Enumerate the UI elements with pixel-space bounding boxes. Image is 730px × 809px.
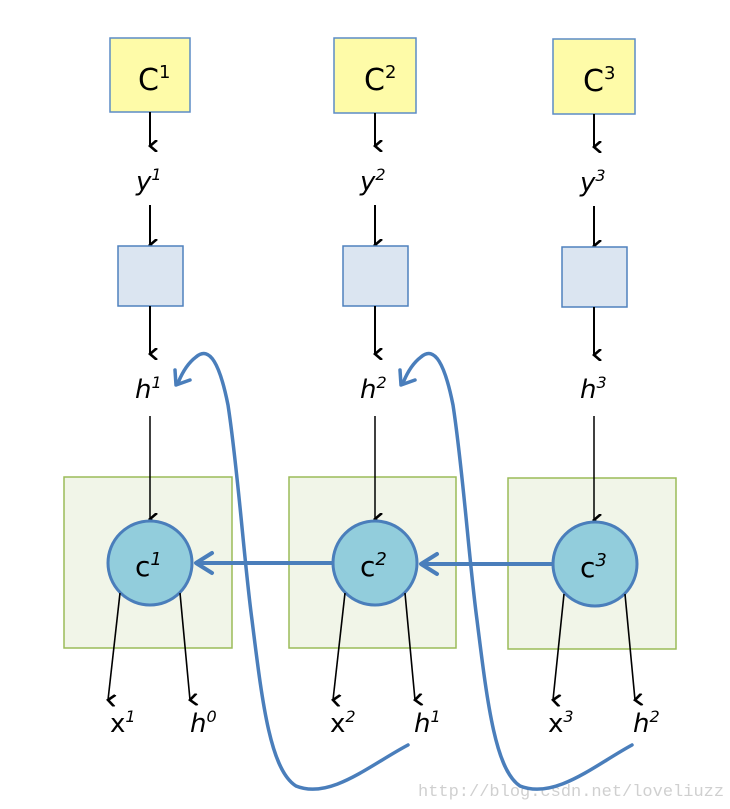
output-label-2: C2: [364, 62, 396, 98]
output-box-3: [552, 38, 636, 115]
output-label-1: C1: [138, 62, 170, 98]
h-label-3: h3: [580, 373, 607, 405]
proj-box-1: [117, 245, 184, 307]
feedback-arrowhead-2: [398, 368, 417, 387]
h-label-2: h2: [360, 373, 387, 405]
y-label-3: y3: [579, 166, 606, 198]
watermark: http://blog.csdn.net/loveliuzz: [418, 783, 724, 802]
h-label-1: h1: [135, 373, 162, 405]
input-x-label-3: x3: [548, 707, 574, 739]
proj-box-2: [342, 245, 409, 307]
arrow-cell-to-x-2: [333, 592, 346, 700]
arrow-cell-to-hprev-1: [179, 592, 190, 700]
feedback-curve-2: [401, 351, 634, 791]
arrow-cell-to-x-3: [553, 593, 565, 700]
cell-circle-1: [106, 519, 194, 607]
input-x-label-2: x2: [330, 707, 356, 739]
cell-label-3: c3: [580, 550, 607, 584]
arrow-cell2-to-cell1-head: [194, 551, 214, 575]
proj-box-3: [561, 246, 628, 308]
output-box-1: [109, 37, 191, 113]
input-h-label-3: h2: [633, 707, 660, 739]
y-label-2: y2: [359, 165, 386, 197]
cell-label-2: c2: [360, 549, 387, 583]
cell-circle-3: [551, 520, 639, 608]
input-h-label-1: h0: [190, 707, 217, 739]
input-h-label-2: h1: [414, 707, 441, 739]
feedback-arrowhead-1: [173, 368, 192, 387]
cell-label-1: c1: [135, 549, 162, 583]
output-label-3: C3: [583, 63, 615, 99]
feedback-curve-1: [176, 351, 410, 791]
cell-circle-2: [331, 519, 419, 607]
arrow-cell-to-hprev-3: [624, 593, 635, 700]
input-x-label-1: x1: [110, 707, 136, 739]
y-label-1: y1: [135, 165, 162, 197]
arrow-cell-to-hprev-2: [404, 592, 415, 700]
arrow-cell3-to-cell2-head: [419, 552, 439, 576]
arrow-cell-to-x-1: [108, 592, 121, 700]
